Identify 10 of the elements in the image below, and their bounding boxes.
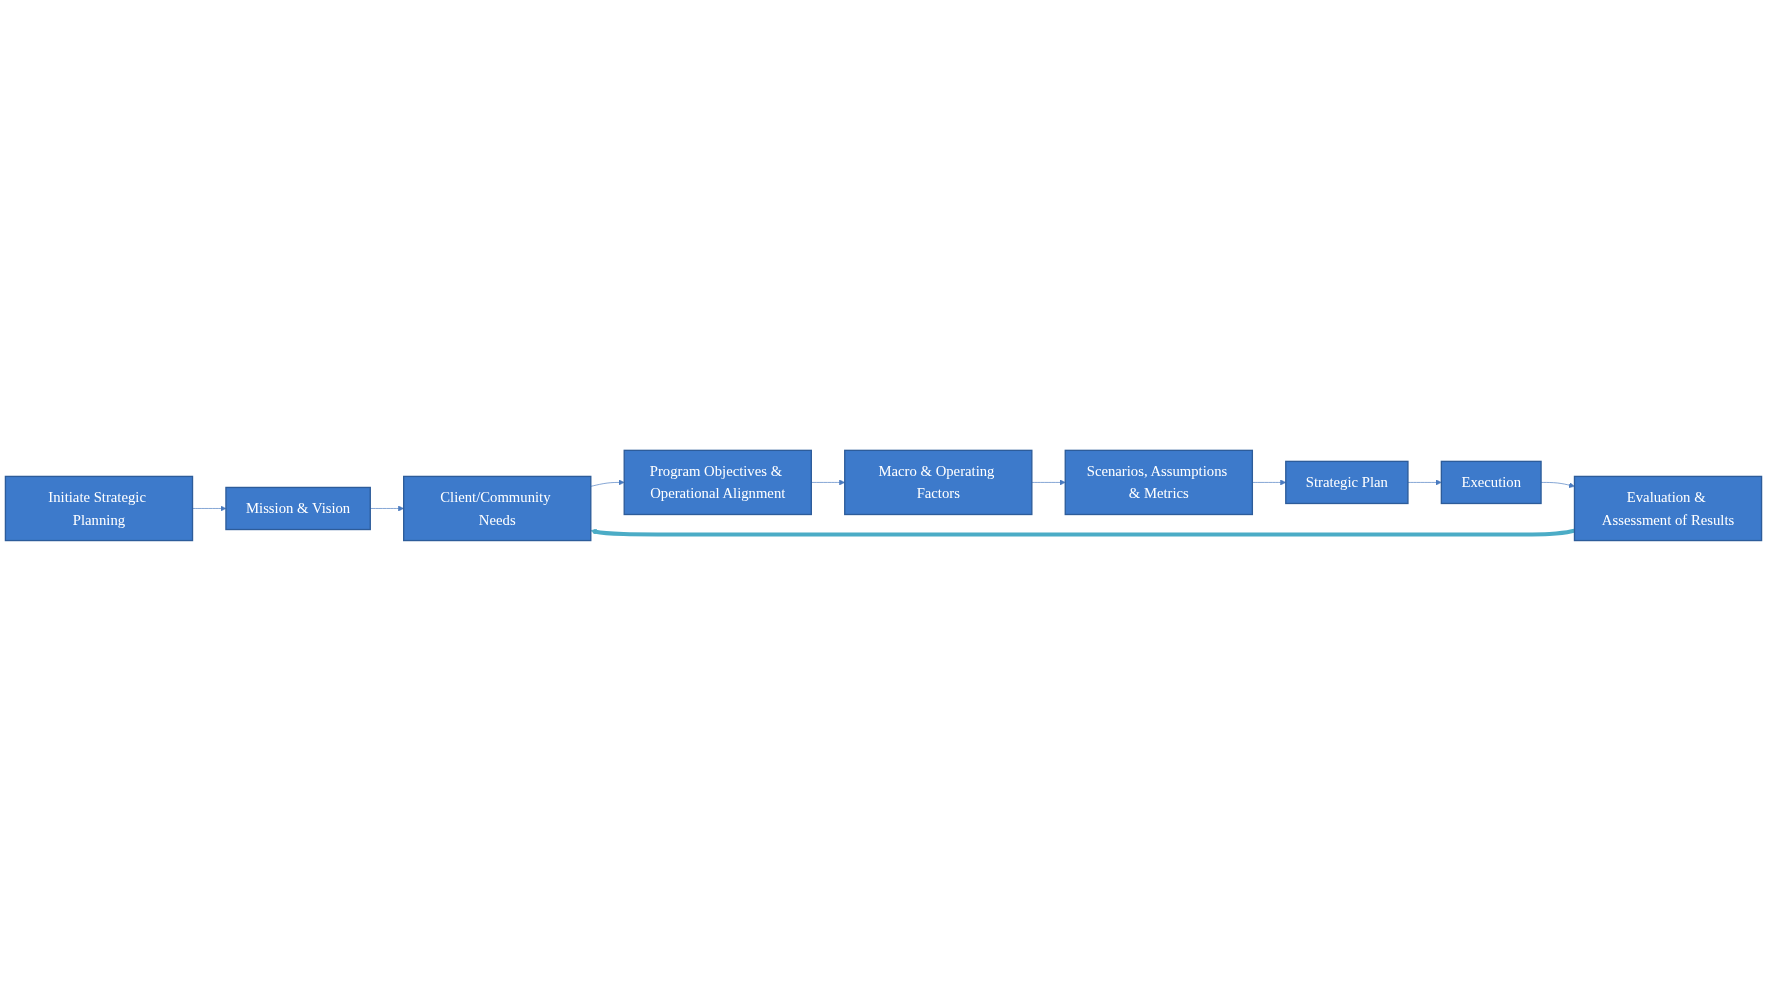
node-box: Program Objectives & Operational Alignment bbox=[623, 449, 812, 515]
node-box: Evaluation & Assessment of Results bbox=[1573, 475, 1763, 541]
arrow bbox=[590, 528, 1575, 537]
node-box: Macro & Operating Factors bbox=[844, 449, 1033, 515]
node-box: Mission & Vision bbox=[225, 486, 371, 530]
node-box: Scenarios, Assumptions & Metrics bbox=[1064, 449, 1254, 515]
node-box: Initiate Strategic Planning bbox=[4, 475, 194, 541]
node-box: Client/Community Needs bbox=[403, 475, 592, 541]
node-box: Execution bbox=[1440, 460, 1542, 504]
node-box: Strategic Plan bbox=[1285, 460, 1409, 504]
